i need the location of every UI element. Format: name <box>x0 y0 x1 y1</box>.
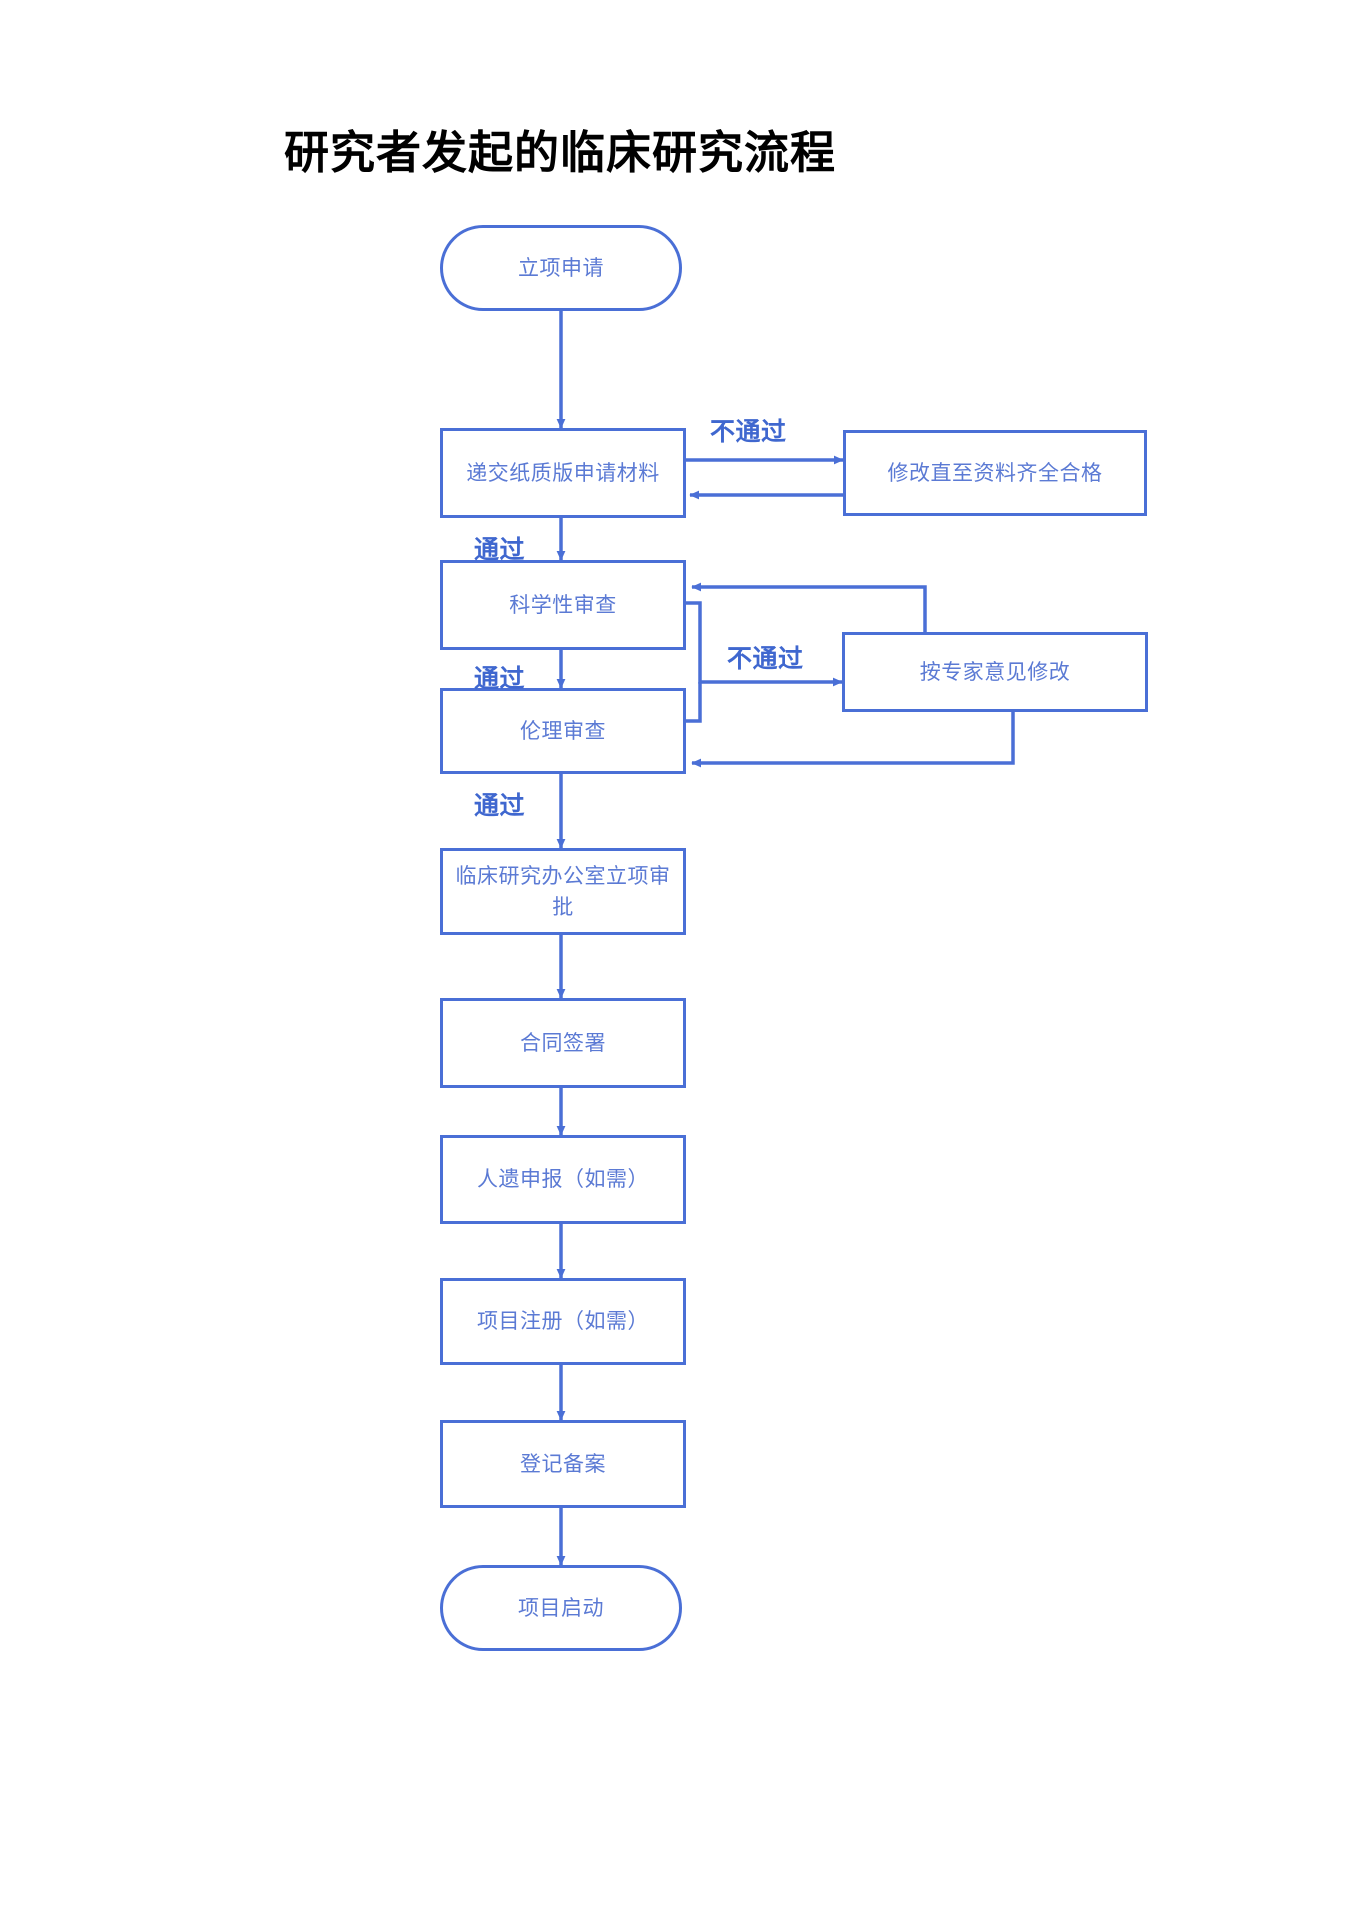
node-project-registration[interactable]: 项目注册（如需） <box>440 1278 686 1365</box>
node-label: 递交纸质版申请材料 <box>466 461 660 485</box>
page-title: 研究者发起的临床研究流程 <box>283 128 836 178</box>
node-label: 合同签署 <box>520 1031 606 1055</box>
edge-label-pass-2: 通过 <box>474 665 526 693</box>
edge-n5-n6 <box>691 712 1015 768</box>
node-label: 按专家意见修改 <box>919 660 1071 684</box>
node-label: 项目注册（如需） <box>477 1310 649 1333</box>
edge-label-fail-2: 不通过 <box>727 645 804 673</box>
node-revise-until-complete[interactable]: 修改直至资料齐全合格 <box>843 430 1147 516</box>
node-ethics-review[interactable]: 伦理审查 <box>440 688 686 774</box>
node-application-start[interactable]: 立项申请 <box>440 225 682 311</box>
edge-n5-n4 <box>691 582 927 632</box>
node-office-project-approval[interactable]: 临床研究办公室立项审批 <box>440 848 686 935</box>
edge-label-pass-3: 通过 <box>474 792 526 820</box>
node-contract-signing[interactable]: 合同签署 <box>440 998 686 1088</box>
node-record-filing[interactable]: 登记备案 <box>440 1420 686 1508</box>
node-label: 人遗申报（如需） <box>477 1168 649 1191</box>
edge-label-fail-1: 不通过 <box>710 418 787 446</box>
node-genetic-resources-declaration[interactable]: 人遗申报（如需） <box>440 1135 686 1224</box>
node-label: 立项申请 <box>518 256 604 280</box>
edge-n6-n5 <box>686 682 702 723</box>
node-label: 登记备案 <box>520 1452 606 1476</box>
node-project-launch[interactable]: 项目启动 <box>440 1565 682 1651</box>
edge-label-pass-1: 通过 <box>474 536 526 564</box>
node-label: 项目启动 <box>518 1596 604 1620</box>
node-label: 伦理审查 <box>520 719 606 743</box>
node-scientific-review[interactable]: 科学性审查 <box>440 560 686 650</box>
edge-n4-n5 <box>686 601 843 687</box>
node-revise-per-expert-opinion[interactable]: 按专家意见修改 <box>842 632 1148 712</box>
node-label: 修改直至资料齐全合格 <box>887 461 1103 485</box>
node-label: 科学性审查 <box>509 593 617 617</box>
node-submit-paper-materials[interactable]: 递交纸质版申请材料 <box>440 428 686 518</box>
node-label: 临床研究办公室立项审批 <box>455 864 671 919</box>
